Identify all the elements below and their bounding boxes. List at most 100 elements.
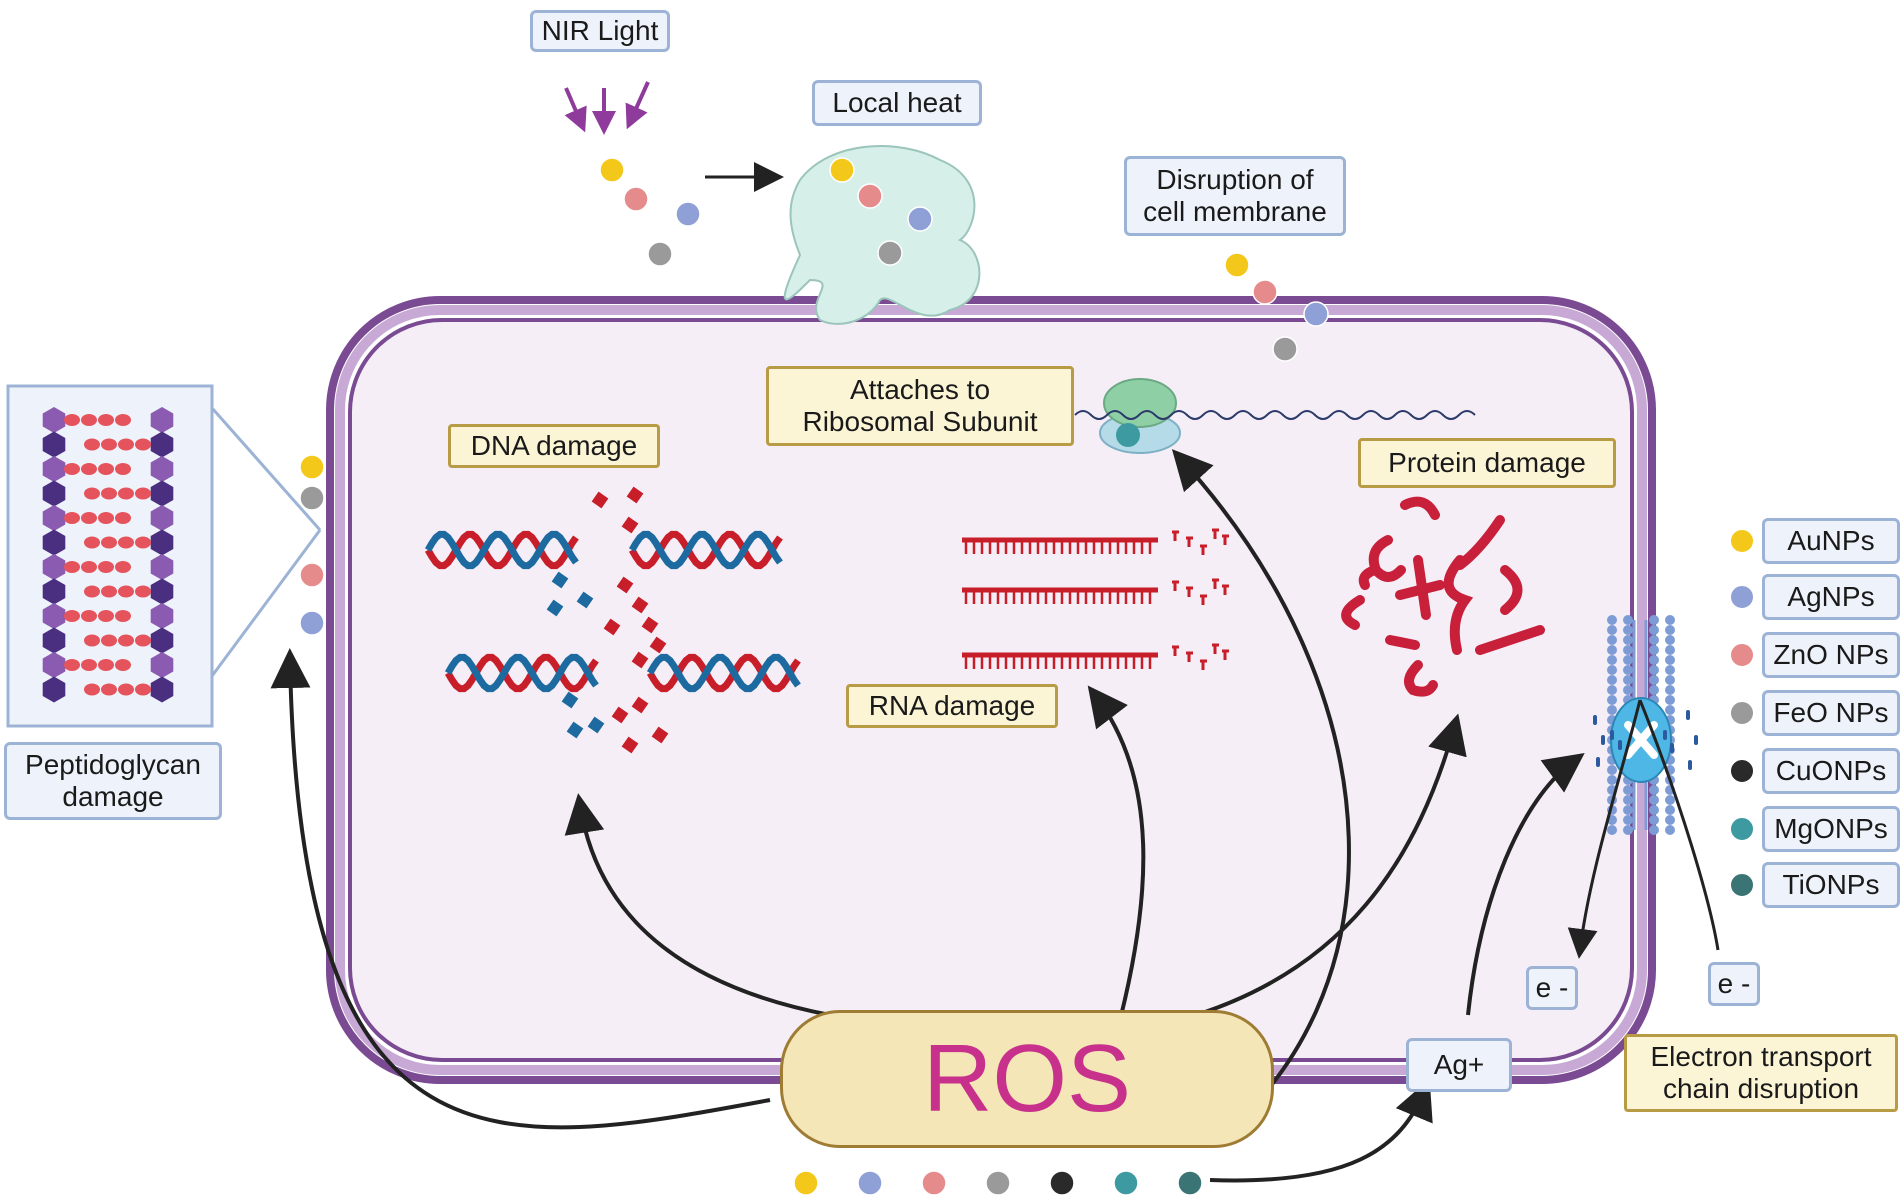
membrane-lipid-head	[1665, 695, 1675, 705]
dna-fragment	[651, 726, 669, 744]
dna-helix-strand-blue	[646, 653, 801, 693]
legend-label-cuonps: CuONPs	[1762, 748, 1900, 794]
peptidoglycan-sugar	[150, 529, 174, 556]
nanoparticle-dot	[1272, 336, 1298, 362]
electron-particle	[1596, 757, 1600, 767]
peptidoglycan-sugar	[42, 627, 66, 654]
nanoparticle-dot	[647, 241, 673, 267]
legend-label-agnps: AgNPs	[1762, 574, 1900, 620]
membrane-lipid-head	[1623, 675, 1633, 685]
protein-fragment	[1400, 496, 1440, 520]
legend-dot-feo-nps	[1729, 700, 1755, 726]
peptide-bead	[101, 634, 117, 647]
peptide-bead	[64, 512, 80, 524]
peptide-bead	[81, 414, 97, 426]
peptidoglycan-sugar	[42, 578, 66, 605]
dna-fragment	[591, 491, 609, 509]
membrane-lipid-head	[1649, 665, 1659, 675]
protein-fragment	[1358, 565, 1380, 590]
nanoparticle-dot	[1049, 1170, 1075, 1196]
dna-fragment	[621, 736, 639, 754]
peptide-bead	[135, 438, 151, 451]
peptide-bead	[98, 659, 114, 671]
peptide-bead	[98, 463, 114, 475]
nanoparticle-dot	[829, 157, 855, 183]
nanoparticle-dot	[907, 206, 933, 232]
dna-fragment	[551, 571, 569, 589]
electron-right-label: e -	[1708, 962, 1760, 1006]
peptide-bead	[81, 659, 97, 671]
peptide-bead	[98, 512, 114, 524]
peptidoglycan-frame	[6, 384, 214, 728]
membrane-lipid-head	[1665, 665, 1675, 675]
peptidoglycan-sugar	[150, 431, 174, 458]
peptide-bead	[84, 536, 100, 549]
peptide-bead	[84, 487, 100, 500]
membrane-lipid-head	[1607, 695, 1617, 705]
legend-label-tionps: TiONPs	[1762, 862, 1900, 908]
nanoparticle-dot	[877, 240, 903, 266]
peptide-bead	[101, 438, 117, 451]
ribosome	[1074, 378, 1476, 454]
mrna-strand	[1074, 410, 1476, 420]
arrow-ros-to-peptidoglycan	[270, 648, 771, 1130]
transport-channel	[1593, 615, 1698, 835]
protein-fragment	[1385, 635, 1420, 650]
dna-helix-strand-red	[646, 653, 801, 693]
nanoparticle-dot	[299, 610, 325, 636]
dna-helices	[424, 486, 801, 754]
nanoparticle-dot	[675, 201, 701, 227]
membrane-lipid-head	[1623, 795, 1633, 805]
electron-particle	[1688, 760, 1692, 770]
legend-label-feo-nps: FeO NPs	[1762, 690, 1900, 736]
peptidoglycan-sugar	[150, 456, 174, 482]
membrane-lipid-head	[1623, 815, 1633, 825]
membrane-lipid-head	[1649, 825, 1659, 835]
peptidoglycan-sugar	[150, 676, 174, 703]
legend-label-mgonps: MgONPs	[1762, 806, 1900, 852]
peptide-bead	[98, 414, 114, 426]
dna-damage-label: DNA damage	[448, 424, 660, 468]
peptide-bead	[101, 536, 117, 549]
dna-helix-strand-red	[424, 530, 579, 570]
dna-fragment	[631, 596, 649, 614]
peptide-bead	[118, 438, 134, 451]
peptidoglycan-sugar	[150, 480, 174, 507]
protein-fragment	[1475, 625, 1545, 655]
inset-pointer-top	[210, 407, 322, 531]
nanoparticle-dot	[299, 454, 325, 480]
peptidoglycan-sugar	[42, 480, 66, 507]
membrane-lipid-head	[1607, 625, 1617, 635]
peptide-bead	[135, 683, 151, 696]
peptide-bead	[98, 561, 114, 573]
peptide-bead	[101, 487, 117, 500]
rna-strands	[962, 528, 1229, 670]
membrane-lipid-head	[1623, 615, 1633, 625]
membrane-lipid-head	[1623, 655, 1633, 665]
dna-helix-strand-red	[628, 530, 783, 570]
peptidoglycan-sugar	[150, 554, 174, 580]
nanoparticles	[299, 157, 1329, 1196]
dna-fragment	[561, 691, 579, 709]
nir-arrows	[564, 81, 650, 135]
membrane-lipid-head	[1623, 825, 1633, 835]
peptide-bead	[118, 585, 134, 598]
peptidoglycan-sugar	[150, 652, 174, 678]
disruption-membrane-label: Disruption of cell membrane	[1124, 156, 1346, 236]
membrane-lipid-head	[1607, 655, 1617, 665]
legend-dot-cuonps	[1729, 758, 1755, 784]
peptide-bead	[101, 585, 117, 598]
nanoparticle-dot	[1113, 1170, 1139, 1196]
nanoparticle-dot	[857, 183, 883, 209]
ros-arrows	[270, 449, 1585, 1183]
legend-dot-agnps	[1729, 584, 1755, 610]
mgonp-bound	[1116, 423, 1140, 447]
peptide-bead	[64, 463, 80, 475]
membrane-lipid-head	[1607, 765, 1617, 775]
membrane-lipid-head	[1623, 635, 1633, 645]
membrane-lipid-head	[1607, 675, 1617, 685]
ros-label: ROS	[780, 1010, 1274, 1148]
peptide-bead	[81, 512, 97, 524]
dna-fragment	[631, 651, 649, 669]
